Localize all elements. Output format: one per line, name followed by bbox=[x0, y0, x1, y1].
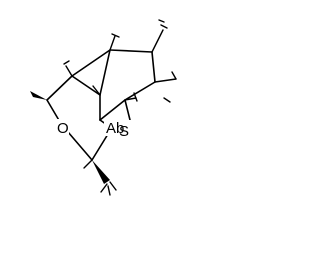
h-stub-c7-c bbox=[158, 19, 165, 23]
h-stub-c2-a bbox=[65, 65, 73, 77]
h-stub-c6-b bbox=[171, 71, 177, 80]
h-stub-methyl-b bbox=[109, 181, 117, 191]
h-stub-c9-left bbox=[83, 159, 93, 169]
h-stub-c6-c bbox=[163, 97, 171, 103]
h-stub-c8-b bbox=[111, 33, 120, 38]
bond-c8-c2 bbox=[71, 49, 111, 77]
sulfur-fragment-label: Ab bbox=[106, 120, 124, 137]
bond-c8-c3 bbox=[99, 49, 111, 96]
wedge-bond-c1-h bbox=[30, 91, 47, 100]
bond-c7-c8 bbox=[109, 49, 153, 53]
bond-c4-c5 bbox=[99, 99, 126, 121]
h-stub-methyl-c bbox=[107, 185, 111, 196]
sulfur-label-background bbox=[104, 120, 134, 136]
bond-c6-c7 bbox=[151, 51, 156, 83]
h-stub-c5-b bbox=[133, 92, 138, 102]
molecule-structure-diagram: O Ab S bbox=[30, 19, 177, 196]
h-stub-c7-a bbox=[151, 29, 164, 53]
bond-c1-c2 bbox=[46, 75, 73, 101]
oxygen-atom-label: O bbox=[57, 120, 69, 137]
h-stub-c8-a bbox=[109, 35, 116, 51]
oxygen-label-background bbox=[55, 119, 69, 135]
h-stub-methyl-a bbox=[100, 183, 108, 193]
h-stub-c5-a bbox=[124, 97, 137, 101]
bond-c5-ring-fragment bbox=[124, 99, 131, 121]
bond-o-c9 bbox=[67, 131, 93, 161]
h-stub-c7-b bbox=[160, 24, 168, 29]
bond-c1-o bbox=[46, 99, 61, 123]
h-stub-c2-b bbox=[63, 60, 70, 65]
h-stub-c6-a bbox=[154, 78, 177, 83]
bond-c5-c6 bbox=[124, 81, 156, 101]
wedge-bond-c9-methyl bbox=[92, 160, 110, 184]
bond-c9-s bbox=[91, 133, 109, 161]
sulfur-atom-label: S bbox=[119, 123, 129, 140]
h-stub-c3-a bbox=[92, 85, 101, 96]
bond-c2-c3 bbox=[71, 75, 101, 96]
